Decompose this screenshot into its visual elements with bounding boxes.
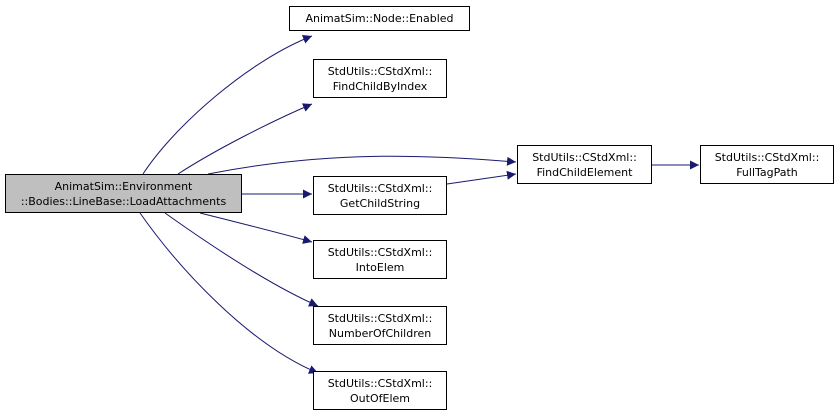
node-getchildstring-line1: StdUtils::CStdXml:: [327,181,433,195]
node-numberofchildren-line2: NumberOfChildren [328,326,432,340]
node-fulltagpath-line2: FullTagPath [736,165,798,179]
edge-getchildstring-to-findchildelement [446,170,517,185]
node-findchildbyindex[interactable]: StdUtils::CStdXml:: FindChildByIndex [313,59,447,98]
node-findchildelement-line2: FindChildElement [536,165,633,179]
edge-root-to-enabled [142,35,313,175]
node-numberofchildren-line1: StdUtils::CStdXml:: [327,311,433,325]
edge-root-to-outofelem [139,212,319,374]
edge-root-to-findchildbyindex [177,103,313,175]
node-fulltagpath-line1: StdUtils::CStdXml:: [714,150,820,164]
node-outofelem[interactable]: StdUtils::CStdXml:: OutOfElem [313,371,447,410]
node-loadattachments-line1: AnimatSim::Environment [54,179,193,193]
node-outofelem-line1: StdUtils::CStdXml:: [327,376,433,390]
node-enabled[interactable]: AnimatSim::Node::Enabled [289,6,470,31]
node-findchildbyindex-line1: StdUtils::CStdXml:: [327,64,433,78]
node-intoelem-line2: IntoElem [355,260,405,274]
node-getchildstring[interactable]: StdUtils::CStdXml:: GetChildString [313,176,447,215]
node-intoelem-line1: StdUtils::CStdXml:: [327,245,433,259]
node-enabled-label: AnimatSim::Node::Enabled [305,12,454,25]
node-findchildbyindex-line2: FindChildByIndex [332,79,428,93]
node-getchildstring-line2: GetChildString [339,196,421,210]
node-fulltagpath[interactable]: StdUtils::CStdXml:: FullTagPath [700,145,834,184]
node-numberofchildren[interactable]: StdUtils::CStdXml:: NumberOfChildren [313,306,447,345]
node-loadattachments: AnimatSim::Environment ::Bodies::LineBas… [5,174,242,213]
edge-root-to-findchildelement [207,155,517,175]
edge-root-to-intoelem [199,212,313,244]
node-findchildelement[interactable]: StdUtils::CStdXml:: FindChildElement [517,145,652,184]
node-findchildelement-line1: StdUtils::CStdXml:: [532,150,637,164]
node-intoelem[interactable]: StdUtils::CStdXml:: IntoElem [313,240,447,279]
node-loadattachments-line2: ::Bodies::LineBase::LoadAttachments [20,194,227,208]
edge-root-to-numberofchildren [164,212,319,307]
node-outofelem-line2: OutOfElem [350,391,410,405]
